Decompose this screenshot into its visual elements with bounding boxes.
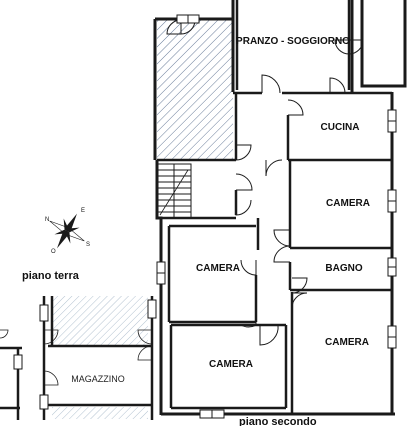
room-label-magazzino: MAGAZZINO xyxy=(71,374,125,384)
room-label-camera-3: CAMERA xyxy=(209,359,253,370)
room-label-cucina: CUCINA xyxy=(321,122,360,133)
room-label-camera-4: CAMERA xyxy=(325,337,369,348)
interior-walls xyxy=(157,0,392,414)
compass-o: O xyxy=(51,249,56,255)
compass-e: E xyxy=(81,208,85,214)
room-label-bagno: BAGNO xyxy=(325,263,362,274)
terrace-hatched-area xyxy=(157,20,233,160)
staircase xyxy=(156,163,192,219)
room-label-pranzo-soggiorno: PRANZO - SOGGIORNO xyxy=(236,36,350,47)
compass-n: N xyxy=(45,217,49,223)
ground-floor-windows xyxy=(13,299,157,410)
ground-hatched-area-bottom xyxy=(52,407,148,419)
caption-piano-secondo: piano secondo xyxy=(239,416,317,426)
ground-hatched-area-top xyxy=(52,296,148,346)
compass-s: S xyxy=(86,242,90,248)
compass-rose xyxy=(49,213,85,249)
ground-floor-doors xyxy=(0,329,153,386)
caption-piano-terra: piano terra xyxy=(22,270,80,282)
room-label-camera-2: CAMERA xyxy=(196,263,240,274)
windows xyxy=(156,14,397,419)
room-label-camera-1: CAMERA xyxy=(326,198,370,209)
door-swings xyxy=(166,19,364,346)
